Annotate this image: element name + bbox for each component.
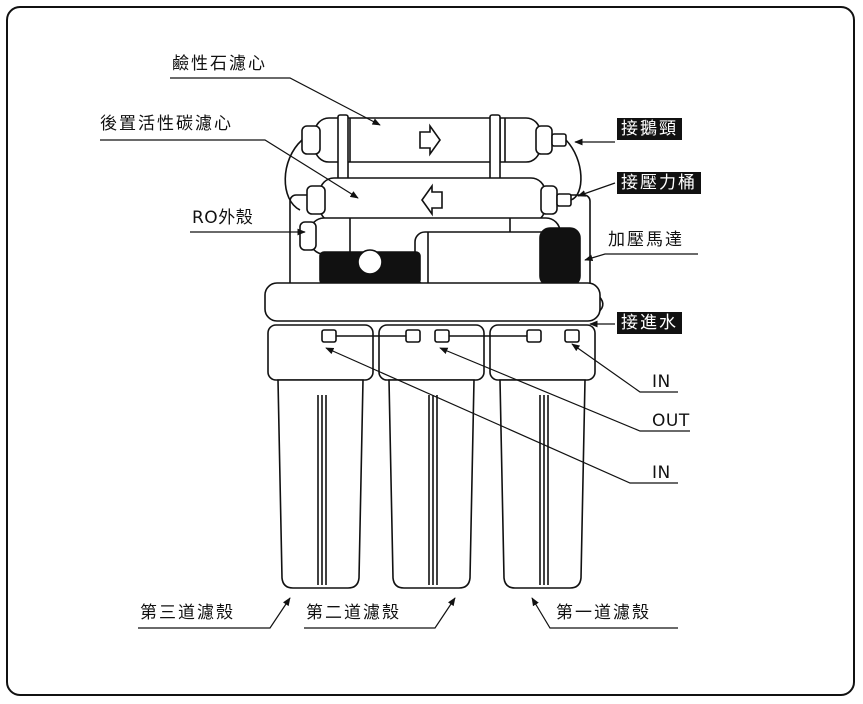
leader-in-lower	[325, 347, 678, 484]
housing-2	[378, 324, 485, 589]
housing-3	[267, 324, 374, 589]
label-housing-1: 第一道濾殼	[556, 603, 651, 623]
leader-post-carbon	[100, 139, 359, 199]
tag-water-in: 接進水	[617, 312, 682, 334]
label-pressure-pump: 加壓馬達	[608, 230, 684, 250]
label-housing-2: 第二道濾殼	[306, 603, 401, 623]
middle-filter	[306, 177, 572, 223]
label-in-lower: IN	[652, 463, 671, 483]
label-out: OUT	[652, 411, 690, 431]
leader-tank	[577, 182, 616, 197]
pump	[319, 227, 581, 287]
base-tray	[264, 282, 601, 322]
diagram-frame	[6, 6, 855, 696]
top-filter	[301, 117, 567, 163]
leader-out	[439, 347, 690, 432]
tag-tank: 接壓力桶	[617, 172, 701, 194]
leader-pump	[584, 253, 698, 262]
label-housing-3: 第三道濾殼	[140, 603, 235, 623]
leader-housing-2	[304, 597, 456, 629]
label-ro-housing: RO外殼	[192, 208, 254, 228]
label-in-right: IN	[652, 372, 671, 392]
leader-in-right	[571, 343, 678, 393]
tag-faucet: 接鵝頸	[617, 118, 682, 140]
leader-housing-3	[138, 597, 291, 629]
housing-1	[489, 324, 596, 589]
label-post-carbon-filter: 後置活性碳濾心	[100, 114, 233, 134]
leader-housing-1	[531, 597, 678, 629]
leader-alkaline	[170, 77, 381, 126]
label-alkaline-filter: 鹼性石濾心	[172, 54, 267, 74]
